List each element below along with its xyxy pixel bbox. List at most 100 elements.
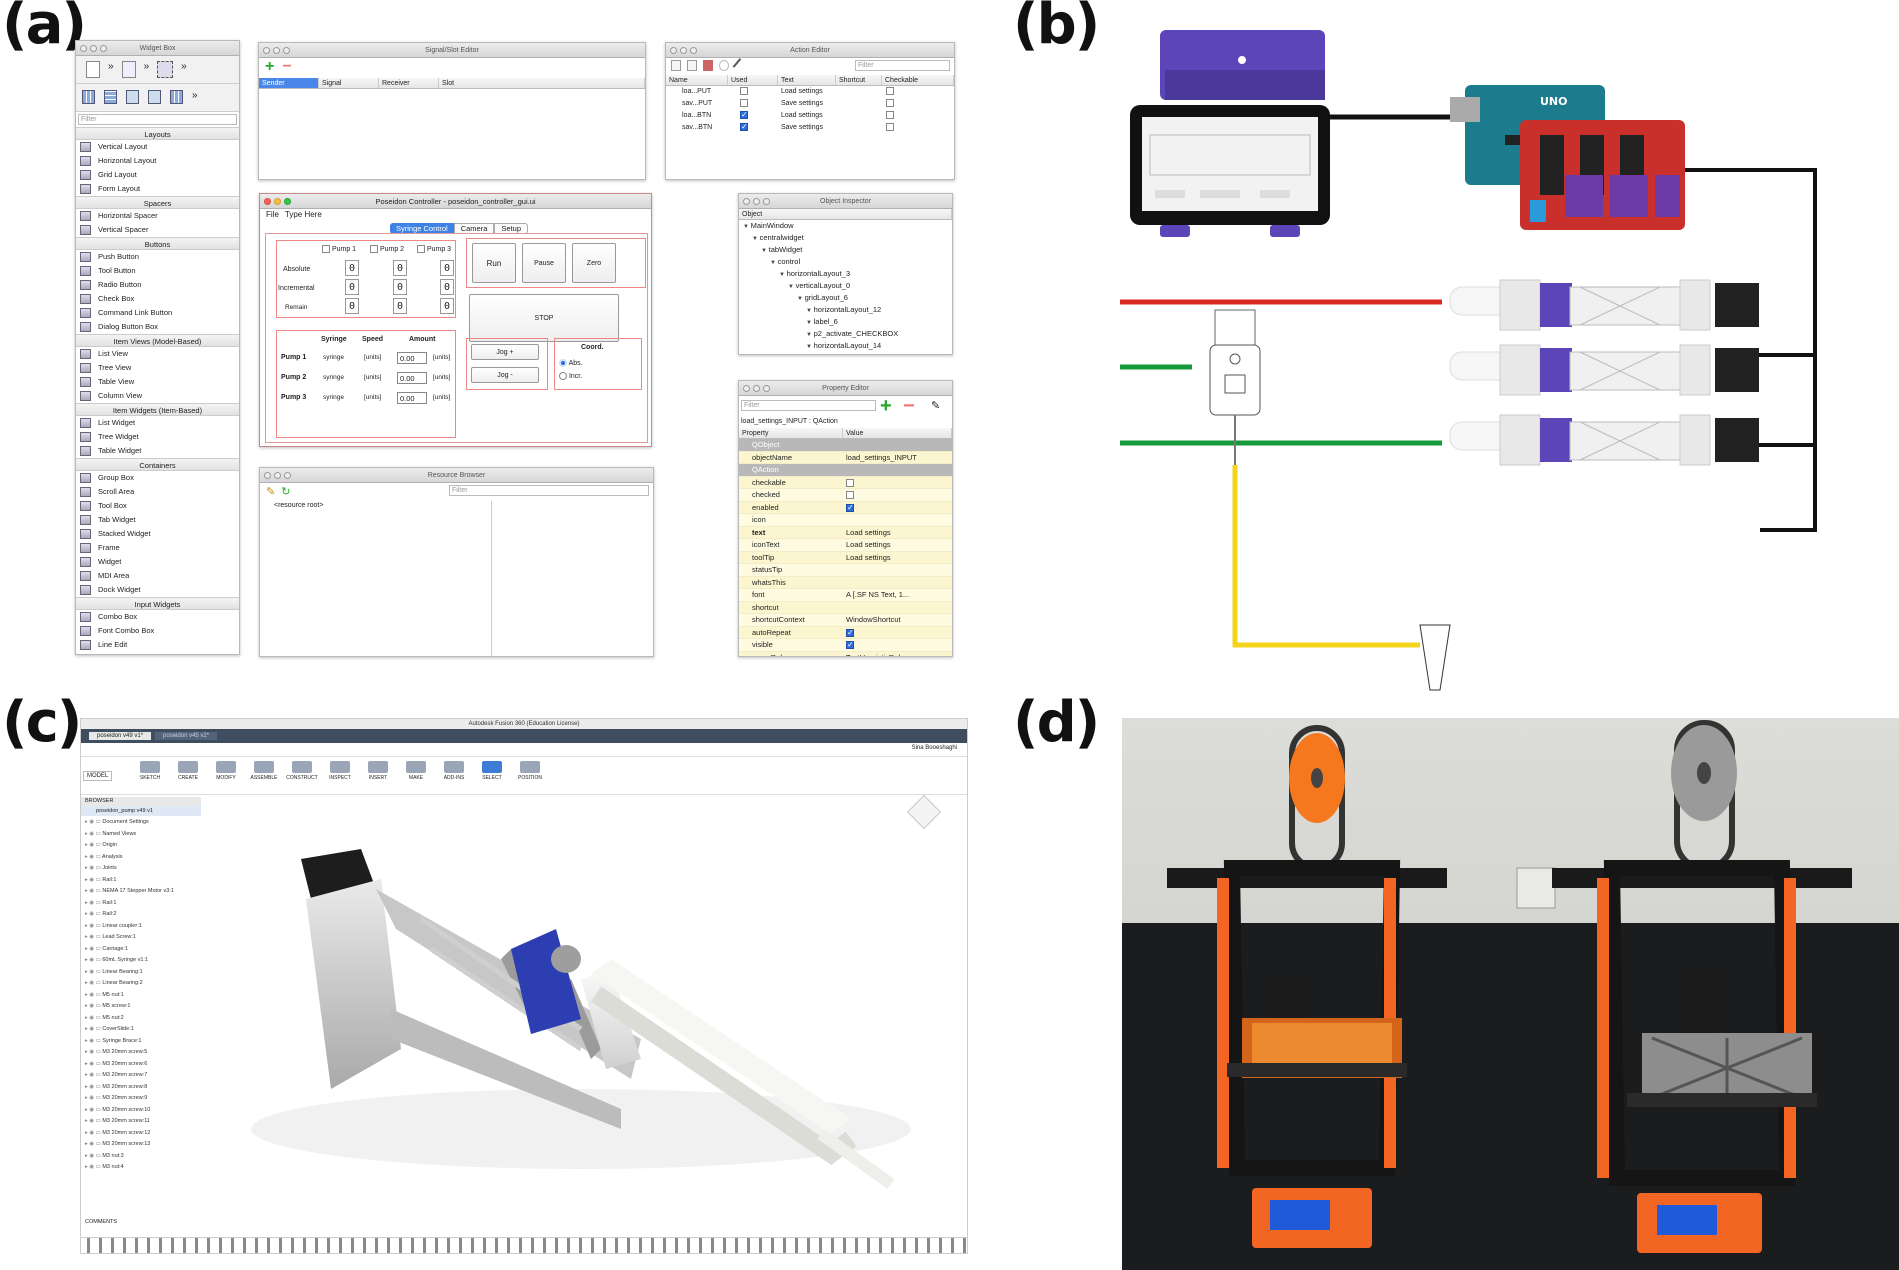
- expand-arrow-icon[interactable]: ▼: [806, 332, 814, 338]
- widget-item[interactable]: Tool Button: [76, 264, 239, 278]
- expand-arrow-icon[interactable]: ▼: [779, 272, 787, 278]
- visibility-icon[interactable]: ▸ ◉ ▭: [85, 1118, 103, 1124]
- browser-item[interactable]: ▸ ◉ ▭ Linear coupler:1: [85, 921, 142, 931]
- browser-item[interactable]: ▸ ◉ ▭ Syringe Brace:1: [85, 1036, 141, 1046]
- timeline[interactable]: [81, 1237, 967, 1253]
- property-checkbox[interactable]: [846, 478, 854, 487]
- visibility-icon[interactable]: ▸ ◉ ▭: [85, 980, 103, 986]
- visibility-icon[interactable]: ▸ ◉ ▭: [85, 830, 103, 837]
- col-slot[interactable]: Slot: [439, 78, 645, 88]
- checkable-checkbox[interactable]: [886, 123, 894, 132]
- col-checkable[interactable]: Checkable: [882, 75, 954, 85]
- splitter-h-icon[interactable]: [126, 90, 139, 104]
- browser-item[interactable]: ▸ ◉ ▭ M3 nut:3: [85, 1151, 124, 1161]
- widget-item[interactable]: Tool Box: [76, 499, 239, 513]
- more-icon[interactable]: »: [143, 61, 150, 72]
- object-tree-item[interactable]: ▼ p2_activate_CHECKBOX: [743, 328, 952, 340]
- browser-item[interactable]: ▸ ◉ ▭ M3 20mm screw:10: [85, 1105, 150, 1115]
- syringe-pump-3d-model[interactable]: [201, 779, 961, 1239]
- widget-item[interactable]: Text Edit: [76, 652, 239, 654]
- widget-item[interactable]: Vertical Spacer: [76, 223, 239, 237]
- property-value[interactable]: [843, 489, 952, 501]
- toolbar-group[interactable]: SKETCH: [133, 759, 167, 781]
- property-row[interactable]: enabled: [739, 501, 952, 514]
- visibility-icon[interactable]: ▸ ◉ ▭: [85, 1164, 103, 1170]
- property-value[interactable]: [843, 602, 952, 614]
- object-tree-item[interactable]: ▼ verticalLayout_0: [743, 280, 952, 292]
- widget-item[interactable]: Dock Widget: [76, 583, 239, 597]
- col-sender[interactable]: Sender: [259, 78, 319, 88]
- object-tree-item[interactable]: ▼ gridLayout_6: [743, 292, 952, 304]
- widget-item[interactable]: Dialog Button Box: [76, 320, 239, 334]
- configure-icon[interactable]: ✎: [931, 400, 941, 412]
- toolbar-group[interactable]: MAKE: [399, 759, 433, 781]
- checkable-checkbox[interactable]: [886, 111, 894, 120]
- expand-arrow-icon[interactable]: ▼: [806, 344, 814, 350]
- widget-item[interactable]: Table Widget: [76, 444, 239, 458]
- widget-item[interactable]: List Widget: [76, 416, 239, 430]
- widget-item[interactable]: Tab Widget: [76, 513, 239, 527]
- layout-vertical-icon[interactable]: [104, 90, 117, 104]
- visibility-icon[interactable]: ▸ ◉ ▭: [85, 1095, 103, 1101]
- property-row[interactable]: shortcut: [739, 601, 952, 614]
- property-value[interactable]: Load settings: [843, 539, 952, 551]
- property-row[interactable]: icon: [739, 514, 952, 527]
- visibility-icon[interactable]: ▸ ◉ ▭: [85, 1014, 103, 1021]
- property-checkbox[interactable]: [846, 627, 854, 638]
- widget-item[interactable]: Command Link Button: [76, 306, 239, 320]
- col-property[interactable]: Property: [739, 428, 843, 438]
- browser-item[interactable]: ▸ ◉ ▭ Rail:2: [85, 909, 116, 919]
- jog-plus-button[interactable]: Jog +: [471, 344, 539, 360]
- col-used[interactable]: Used: [728, 75, 778, 85]
- browser-item[interactable]: ▸ ◉ ▭ Rail:1: [85, 898, 116, 908]
- widget-item[interactable]: Combo Box: [76, 610, 239, 624]
- used-checkbox[interactable]: [740, 121, 748, 133]
- more-icon[interactable]: »: [181, 61, 187, 72]
- browser-item[interactable]: ▸ ◉ ▭ Lead Screw:1: [85, 932, 136, 942]
- used-checkbox[interactable]: [740, 99, 748, 108]
- comments-panel[interactable]: COMMENTS: [85, 1219, 118, 1225]
- visibility-icon[interactable]: ▸ ◉ ▭: [85, 888, 103, 894]
- browser-item[interactable]: ▸ ◉ ▭ M5 screw:1: [85, 1001, 130, 1011]
- browser-item[interactable]: ▸ ◉ ▭ M3 20mm screw:8: [85, 1082, 147, 1092]
- checkable-checkbox[interactable]: [886, 99, 894, 108]
- add-connection-icon[interactable]: +: [265, 58, 275, 75]
- visibility-icon[interactable]: ▸ ◉ ▭: [85, 1003, 103, 1009]
- property-row[interactable]: statusTip: [739, 564, 952, 577]
- browser-item[interactable]: ▸ ◉ ▭ M3 20mm screw:12: [85, 1128, 150, 1138]
- object-tree-item[interactable]: ▼ horizontalLayout_12: [743, 304, 952, 316]
- zero-button[interactable]: Zero: [572, 243, 616, 283]
- visibility-icon[interactable]: ▸ ◉ ▭: [85, 945, 103, 952]
- property-checkbox[interactable]: [846, 639, 854, 651]
- used-checkbox[interactable]: [740, 109, 748, 121]
- browser-item[interactable]: ▸ ◉ ▭ NEMA 17 Stepper Motor v3:1: [85, 886, 174, 896]
- menu-file[interactable]: File: [266, 210, 279, 219]
- browser-root[interactable]: poseidon_pump v49 v1: [81, 806, 201, 816]
- coord-incr-radio[interactable]: Incr.: [559, 370, 582, 383]
- visibility-icon[interactable]: ▸ ◉ ▭: [85, 899, 103, 906]
- expand-arrow-icon[interactable]: ▼: [806, 308, 814, 314]
- amount-spinbox[interactable]: 0.00: [397, 352, 427, 364]
- visibility-icon[interactable]: ▸ ◉ ▭: [85, 1049, 103, 1055]
- object-tree-item[interactable]: ▼ centralwidget: [743, 232, 952, 244]
- remove-connection-icon[interactable]: −: [282, 58, 292, 75]
- cut-icon[interactable]: [703, 60, 713, 71]
- widget-item[interactable]: Vertical Layout: [76, 140, 239, 154]
- tab-syringe-control[interactable]: Syringe Control: [390, 223, 454, 234]
- browser-item[interactable]: ▸ ◉ ▭ M3 20mm screw:9: [85, 1093, 147, 1103]
- visibility-icon[interactable]: ▸ ◉ ▭: [85, 1083, 103, 1090]
- widget-category[interactable]: Layouts: [76, 127, 239, 140]
- layout-horizontal-icon[interactable]: [82, 90, 95, 104]
- widget-item[interactable]: Push Button: [76, 250, 239, 264]
- copy-icon[interactable]: [687, 60, 697, 71]
- used-checkbox[interactable]: [740, 87, 748, 96]
- browser-item[interactable]: ▸ ◉ ▭ CoverSlide:1: [85, 1024, 134, 1034]
- toolbar-group[interactable]: CREATE: [171, 759, 205, 781]
- coord-abs-radio[interactable]: Abs.: [559, 357, 583, 370]
- checkable-checkbox[interactable]: [886, 87, 894, 96]
- layout-icon[interactable]: [121, 61, 136, 78]
